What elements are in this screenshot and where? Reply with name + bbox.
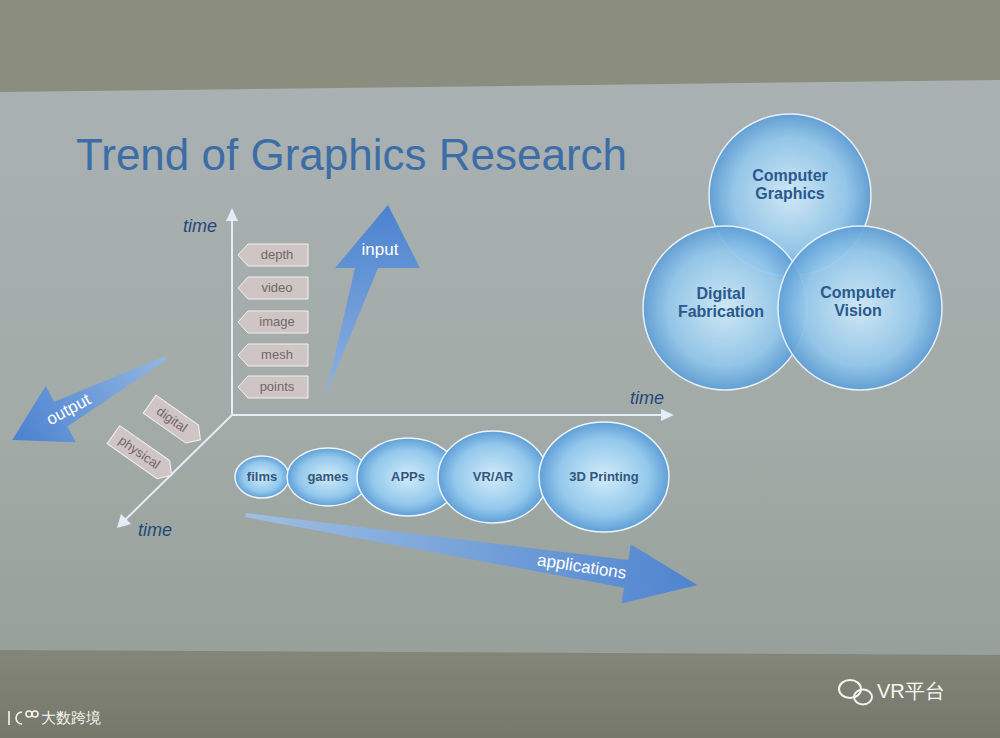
node-label: points [260,380,295,395]
application-ellipse: VR/AR [437,430,549,524]
icon-part [854,690,872,705]
logo-icon [9,711,38,725]
arrowhead [117,514,131,528]
axis-label: time [183,217,217,235]
text-holder: input [340,210,420,290]
icon-part [26,711,32,717]
icon-part [32,711,38,717]
arrowhead [226,208,238,221]
arrowhead [661,409,674,421]
text-holder: films [234,437,290,517]
output-tag: digital [143,395,206,449]
node-label: Digital Fabrication [666,285,776,322]
text-holder: VR/AR [437,437,549,517]
node-label: 3D Printing [569,470,638,485]
shape-path [238,344,308,366]
node-label: mesh [261,348,293,363]
application-ellipse: films [234,455,290,499]
icon-part [839,680,861,698]
floor [0,640,1000,738]
venn-circle: Computer Vision [777,225,943,391]
input-tag: mesh [238,344,308,366]
axis-line [231,218,233,415]
text-holder: 3D Printing [538,437,670,517]
node-label: films [247,470,277,485]
input-tag: depth [238,244,308,266]
node-label: video [261,281,292,296]
watermark: 大数跨境 [41,710,101,725]
icon-part [16,712,22,724]
venn-circle-shape [778,226,942,390]
shape-path [143,395,206,449]
node-label: APPs [391,470,425,485]
node-label: physical [115,433,162,472]
input-tag: points [238,376,308,398]
axis-label: time [138,521,172,539]
node-label: image [259,315,294,330]
node-label: Computer Vision [808,284,908,321]
input-tag: image [238,311,308,333]
text-holder: output [14,356,122,464]
wechat-icon [839,680,872,705]
ellipse-shape [438,431,548,523]
axis-line [232,414,666,416]
output-tag: physical [107,426,178,485]
icon-part [8,711,10,725]
shape-path [238,311,308,333]
text-holder: Computer Graphics [735,145,845,225]
input-arrow: input [318,200,423,405]
node-label: games [307,470,348,485]
shape-path [325,205,420,398]
shape-path [107,426,178,485]
shape-path [238,244,308,266]
node-label: VR/AR [473,470,513,485]
watermark: VR平台 [877,681,945,701]
application-ellipse: 3D Printing [538,421,670,533]
text-holder: Computer Vision [808,262,908,342]
text-holder: Digital Fabrication [666,263,776,343]
slide-title: Trend of Graphics Research [76,130,627,180]
shape-outline [318,200,423,405]
axis-heads [117,208,674,528]
ellipse-shape [235,456,289,498]
node-label: applications [535,551,627,584]
node-label: depth [261,248,294,263]
axis-label: time [630,389,664,407]
node-label: input [362,240,399,260]
ellipse-shape [539,422,669,532]
shape-path [238,376,308,398]
shape-path [241,485,702,614]
input-tag: video [238,277,308,299]
node-label: output [43,390,94,430]
node-label: digital [154,404,190,436]
node-label: Computer Graphics [735,167,845,204]
text-holder: applications [511,518,652,617]
shape-path [238,277,308,299]
